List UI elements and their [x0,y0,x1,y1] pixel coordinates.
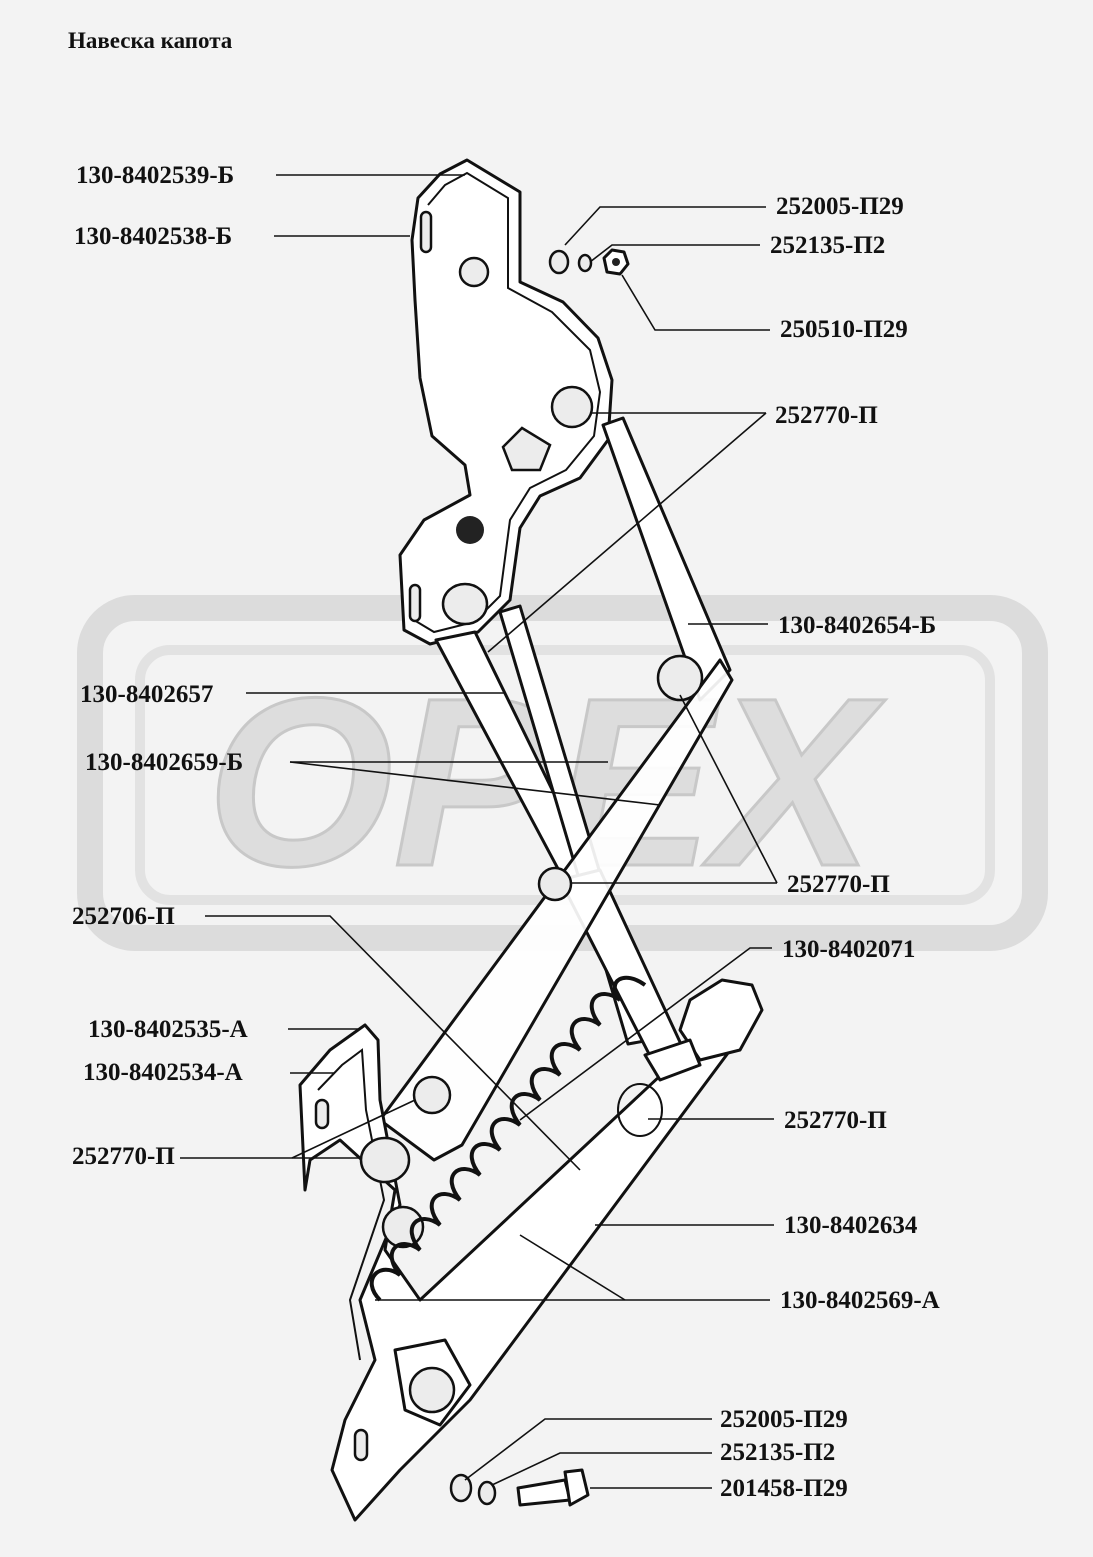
callouts: 130-8402539-Б 130-8402538-Б 252005-П29 2… [72,162,940,1502]
upper-bracket [398,158,614,646]
lower-rivet-4 [408,1366,456,1414]
callout-250510-p29: 250510-П29 [780,316,908,343]
hinge-links [378,416,734,1162]
callout-130-8402071: 130-8402071 [782,936,915,963]
top-fastener-group [548,248,630,276]
upper-rivet-1 [550,385,594,429]
callout-252005-p29-bottom: 252005-П29 [720,1406,848,1433]
callout-130-8402654-b: 130-8402654-Б [778,612,936,639]
callout-130-8402538-b: 130-8402538-Б [74,223,232,250]
link-pivot-2 [537,866,573,902]
callout-252135-p2-top: 252135-П2 [770,232,885,259]
page-title: Навеска капота [68,28,233,53]
upper-rivet-2 [441,582,489,626]
callout-252706-p: 252706-П [72,903,175,930]
callout-130-8402657: 130-8402657 [80,681,213,708]
callout-252770-p-4: 252770-П [72,1143,175,1170]
callout-130-8402535-a: 130-8402535-А [88,1016,248,1043]
lower-rivet-2 [359,1136,411,1184]
lower-bracket [298,978,764,1522]
hinge-spring [369,975,663,1302]
bottom-fastener-group [449,1468,590,1507]
callout-130-8402539-b: 130-8402539-Б [76,162,234,189]
callout-130-8402569-a: 130-8402569-А [780,1287,940,1314]
callout-130-8402634: 130-8402634 [784,1212,918,1239]
callout-252770-p-2: 252770-П [787,871,890,898]
callout-252005-p29-top: 252005-П29 [776,193,904,220]
callout-130-8402659-b: 130-8402659-Б [85,749,243,776]
callout-130-8402534-a: 130-8402534-А [83,1059,243,1086]
callout-252770-p-3: 252770-П [784,1107,887,1134]
callout-252770-p-1: 252770-П [775,402,878,429]
link-pivot-1 [656,654,704,702]
callout-252135-p2-bottom: 252135-П2 [720,1439,835,1466]
callout-201458-p29: 201458-П29 [720,1475,848,1502]
lower-rivet-1 [412,1075,452,1115]
lower-rivet-3 [381,1205,425,1249]
